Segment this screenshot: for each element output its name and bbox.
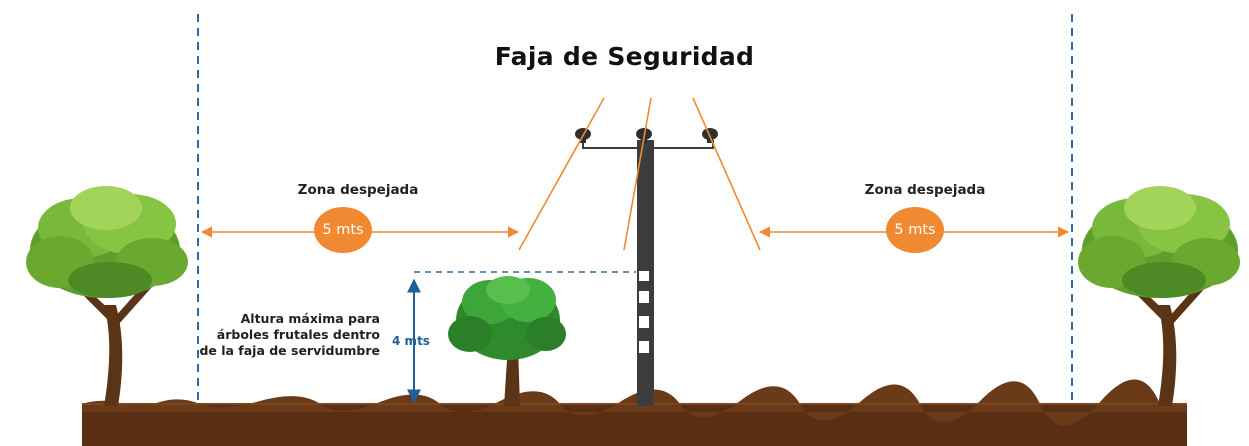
left-tree-icon xyxy=(26,186,188,406)
left-zone-label: Zona despejada xyxy=(297,182,419,198)
fruit-tree-icon xyxy=(448,276,566,406)
right-zone-label: Zona despejada xyxy=(864,182,986,198)
power-lines xyxy=(518,97,761,251)
right-tree-icon xyxy=(1078,186,1240,406)
height-value-label: 4 mts xyxy=(392,334,430,348)
max-height-note: Altura máxima para árboles frutales dent… xyxy=(199,311,380,358)
right-distance-badge: 5 mts xyxy=(886,207,944,253)
power-pole-icon xyxy=(575,128,718,406)
diagram-title: Faja de Seguridad xyxy=(494,42,755,71)
ground xyxy=(82,379,1187,446)
left-distance-badge: 5 mts xyxy=(314,207,372,253)
